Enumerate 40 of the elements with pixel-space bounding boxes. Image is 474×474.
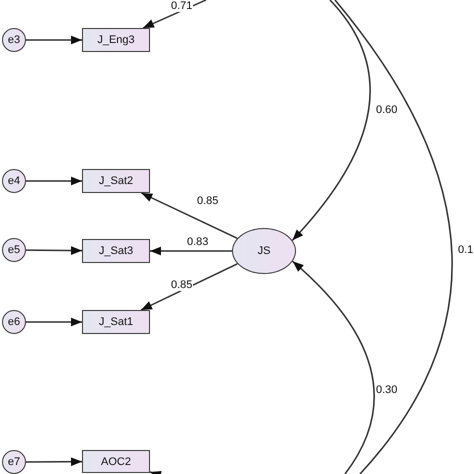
edge-label: 0.30 — [375, 384, 398, 396]
arrow — [26, 176, 82, 186]
edge-label: 0.83 — [186, 236, 210, 248]
arrow — [26, 318, 82, 326]
curved-arrow — [292, 0, 371, 241]
arrow — [150, 246, 232, 256]
node-label: e4 — [8, 175, 20, 187]
observed-variable-box — [82, 310, 150, 334]
edge-label: 0.85 — [170, 279, 194, 291]
arrow — [141, 192, 238, 240]
path-coefficient: 0.1 — [457, 244, 474, 256]
node-label: J_Sat1 — [98, 316, 134, 328]
arrow — [26, 36, 82, 44]
node-label: J_Eng3 — [97, 34, 135, 46]
edge-label: 0.60 — [375, 104, 398, 116]
node-label: JS — [258, 245, 270, 257]
node-label: e3 — [8, 34, 20, 46]
curved-arrow — [292, 260, 375, 474]
arrow — [140, 263, 238, 311]
node-label: e6 — [8, 316, 20, 328]
edge-label: 0.85 — [196, 195, 220, 207]
arrow — [26, 457, 82, 466]
observed-variable-box — [82, 169, 150, 193]
latent-variable-ellipse — [232, 228, 296, 274]
edge-label: 0.71 — [170, 0, 194, 12]
arrow — [26, 246, 82, 255]
error-circle — [2, 450, 26, 474]
observed-variable-box — [82, 239, 150, 263]
node-label: e7 — [8, 456, 20, 468]
error-circle — [2, 238, 26, 262]
node-label: e5 — [8, 244, 20, 256]
node-label: J_Sat2 — [98, 175, 134, 187]
error-circle — [2, 169, 26, 193]
error-circle — [2, 310, 26, 334]
observed-variable-box — [82, 28, 150, 52]
error-circle — [2, 28, 26, 52]
node-label: AOC2 — [101, 456, 131, 468]
node-label: J_Sat3 — [98, 245, 134, 257]
arrow — [142, 0, 206, 29]
observed-variable-box — [82, 450, 150, 473]
